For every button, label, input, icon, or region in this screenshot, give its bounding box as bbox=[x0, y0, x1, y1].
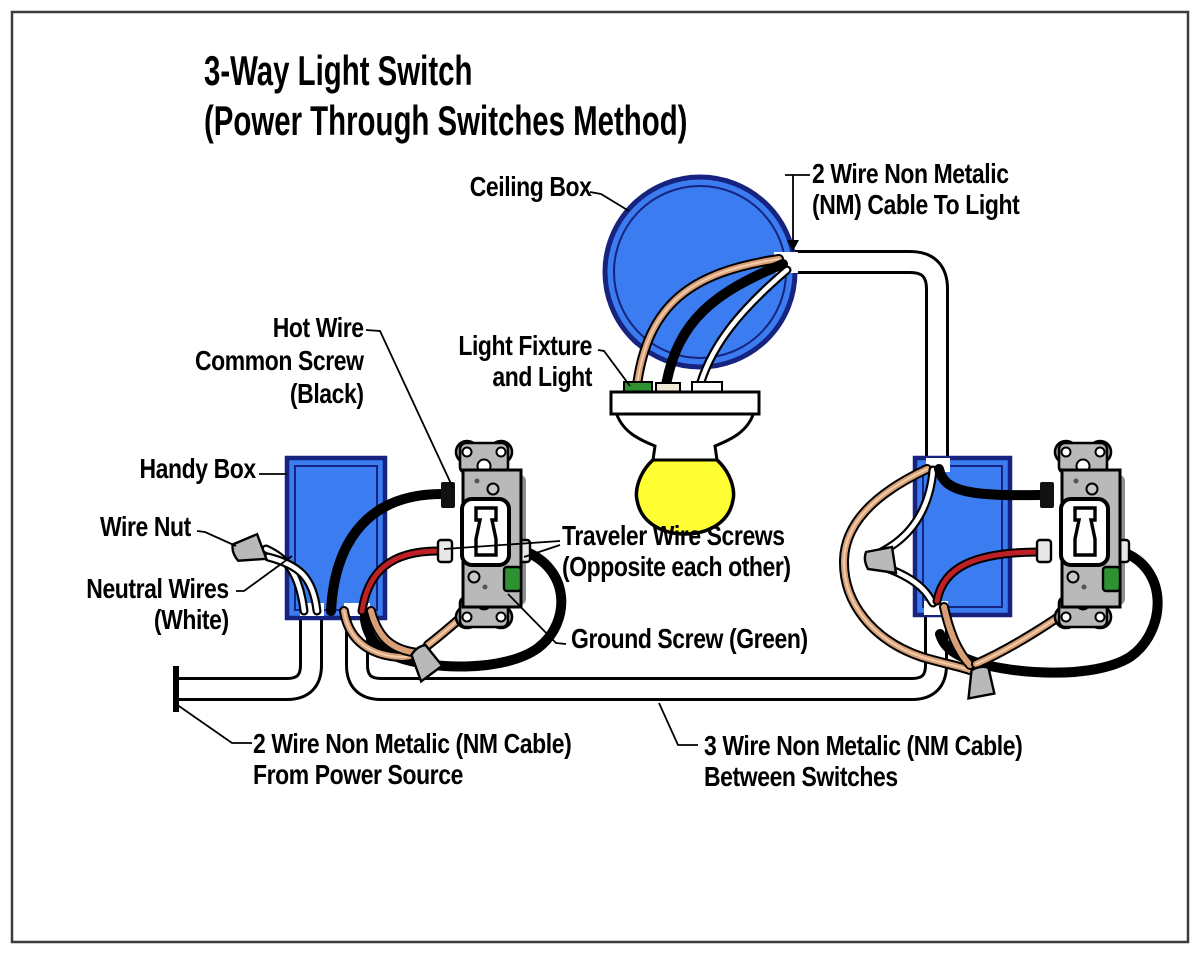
wire-nut-left bbox=[229, 532, 268, 567]
label-ground-screw: Ground Screw (Green) bbox=[571, 623, 808, 654]
ceiling-wires bbox=[632, 254, 792, 390]
label-traveler-screws: Traveler Wire Screws (Opposite each othe… bbox=[562, 520, 791, 582]
wire-nut-ground-right bbox=[966, 665, 996, 700]
diagram-title: 3-Way Light Switch (Power Through Switch… bbox=[204, 46, 687, 146]
light-fixture bbox=[609, 381, 761, 536]
label-hot-wire: Hot Wire Common Screw (Black) bbox=[195, 312, 364, 409]
label-light-fixture: Light Fixture and Light bbox=[458, 330, 592, 392]
frame-border bbox=[10, 10, 1190, 944]
hot-wire-black-right bbox=[934, 464, 1045, 501]
label-handy-box: Handy Box bbox=[139, 453, 257, 484]
wire-nut-right bbox=[863, 545, 898, 575]
fixture-canopy bbox=[613, 410, 757, 462]
nm-cable-to-light bbox=[789, 250, 949, 459]
label-power-cable: 2 Wire Non Metalic (NM Cable) From Power… bbox=[253, 728, 572, 790]
label-ceiling-box: Ceiling Box bbox=[470, 171, 592, 202]
fixture-plate bbox=[609, 390, 761, 416]
label-wire-nut: Wire Nut bbox=[100, 511, 191, 542]
three-way-switch-right bbox=[1035, 439, 1131, 630]
three-way-switch-left bbox=[436, 439, 532, 630]
hot-wire-black bbox=[326, 489, 447, 616]
label-neutral-wires: Neutral Wires (White) bbox=[86, 573, 230, 635]
red-traveler-wire-left bbox=[359, 548, 441, 614]
leader-lines bbox=[175, 174, 810, 746]
label-between-cable: 3 Wire Non Metalic (NM Cable) Between Sw… bbox=[704, 730, 1023, 792]
label-cable-to-light: 2 Wire Non Metalic (NM) Cable To Light bbox=[812, 158, 1020, 220]
title-line2: (Power Through Switches Method) bbox=[204, 97, 688, 144]
title-line1: 3-Way Light Switch bbox=[204, 47, 473, 94]
black-traveler-wire-left bbox=[360, 546, 567, 672]
nm-cable-between-switches bbox=[345, 610, 948, 701]
red-traveler-wire-right bbox=[934, 549, 1043, 604]
